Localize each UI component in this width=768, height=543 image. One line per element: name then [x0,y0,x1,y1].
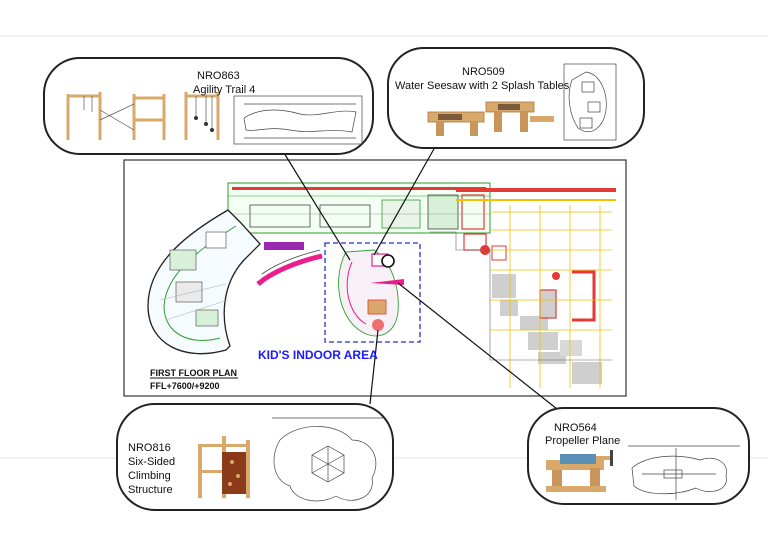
kids-area-label: KID'S INDOOR AREA [258,348,378,362]
callout-nro564: NRO564 Propeller Plane [527,407,750,505]
nro564-name: Propeller Plane [545,435,620,447]
nro816-code: NRO816 [128,442,171,454]
water-seesaw-illustration [427,101,554,136]
floor-plan-title: FIRST FLOOR PLAN [150,368,237,378]
nro816-line3: Structure [128,484,173,496]
nro509-name: Water Seesaw with 2 Splash Tables [395,80,570,92]
floor-levels: FFL+7600/+9200 [150,381,220,391]
propeller-plane-illustration [546,450,613,492]
propeller-plane-drawing [628,445,740,500]
nro509-code: NRO509 [462,66,505,78]
nro863-code: NRO863 [197,70,240,82]
nro564-code: NRO564 [554,422,597,434]
climbing-structure-drawing [272,417,384,502]
nro816-line2: Climbing [128,470,171,482]
nro863-name: Agility Trail 4 [193,84,255,96]
callout-nro816: NRO816 Six-Sided Climbing Structure [116,403,394,511]
climbing-structure-illustration [198,436,250,498]
nro816-line1: Six-Sided [128,456,175,468]
agility-trail-drawing [233,95,363,145]
callout-nro863: NRO863 Agility Trail 4 [43,57,374,155]
floor-plan [147,182,616,388]
callout-nro509: NRO509 Water Seesaw with 2 Splash Tables [387,47,645,149]
agility-trail-illustration [66,92,220,140]
leader-lines [283,139,558,410]
water-seesaw-drawing [563,63,617,141]
kids-area-boundary [324,242,421,343]
